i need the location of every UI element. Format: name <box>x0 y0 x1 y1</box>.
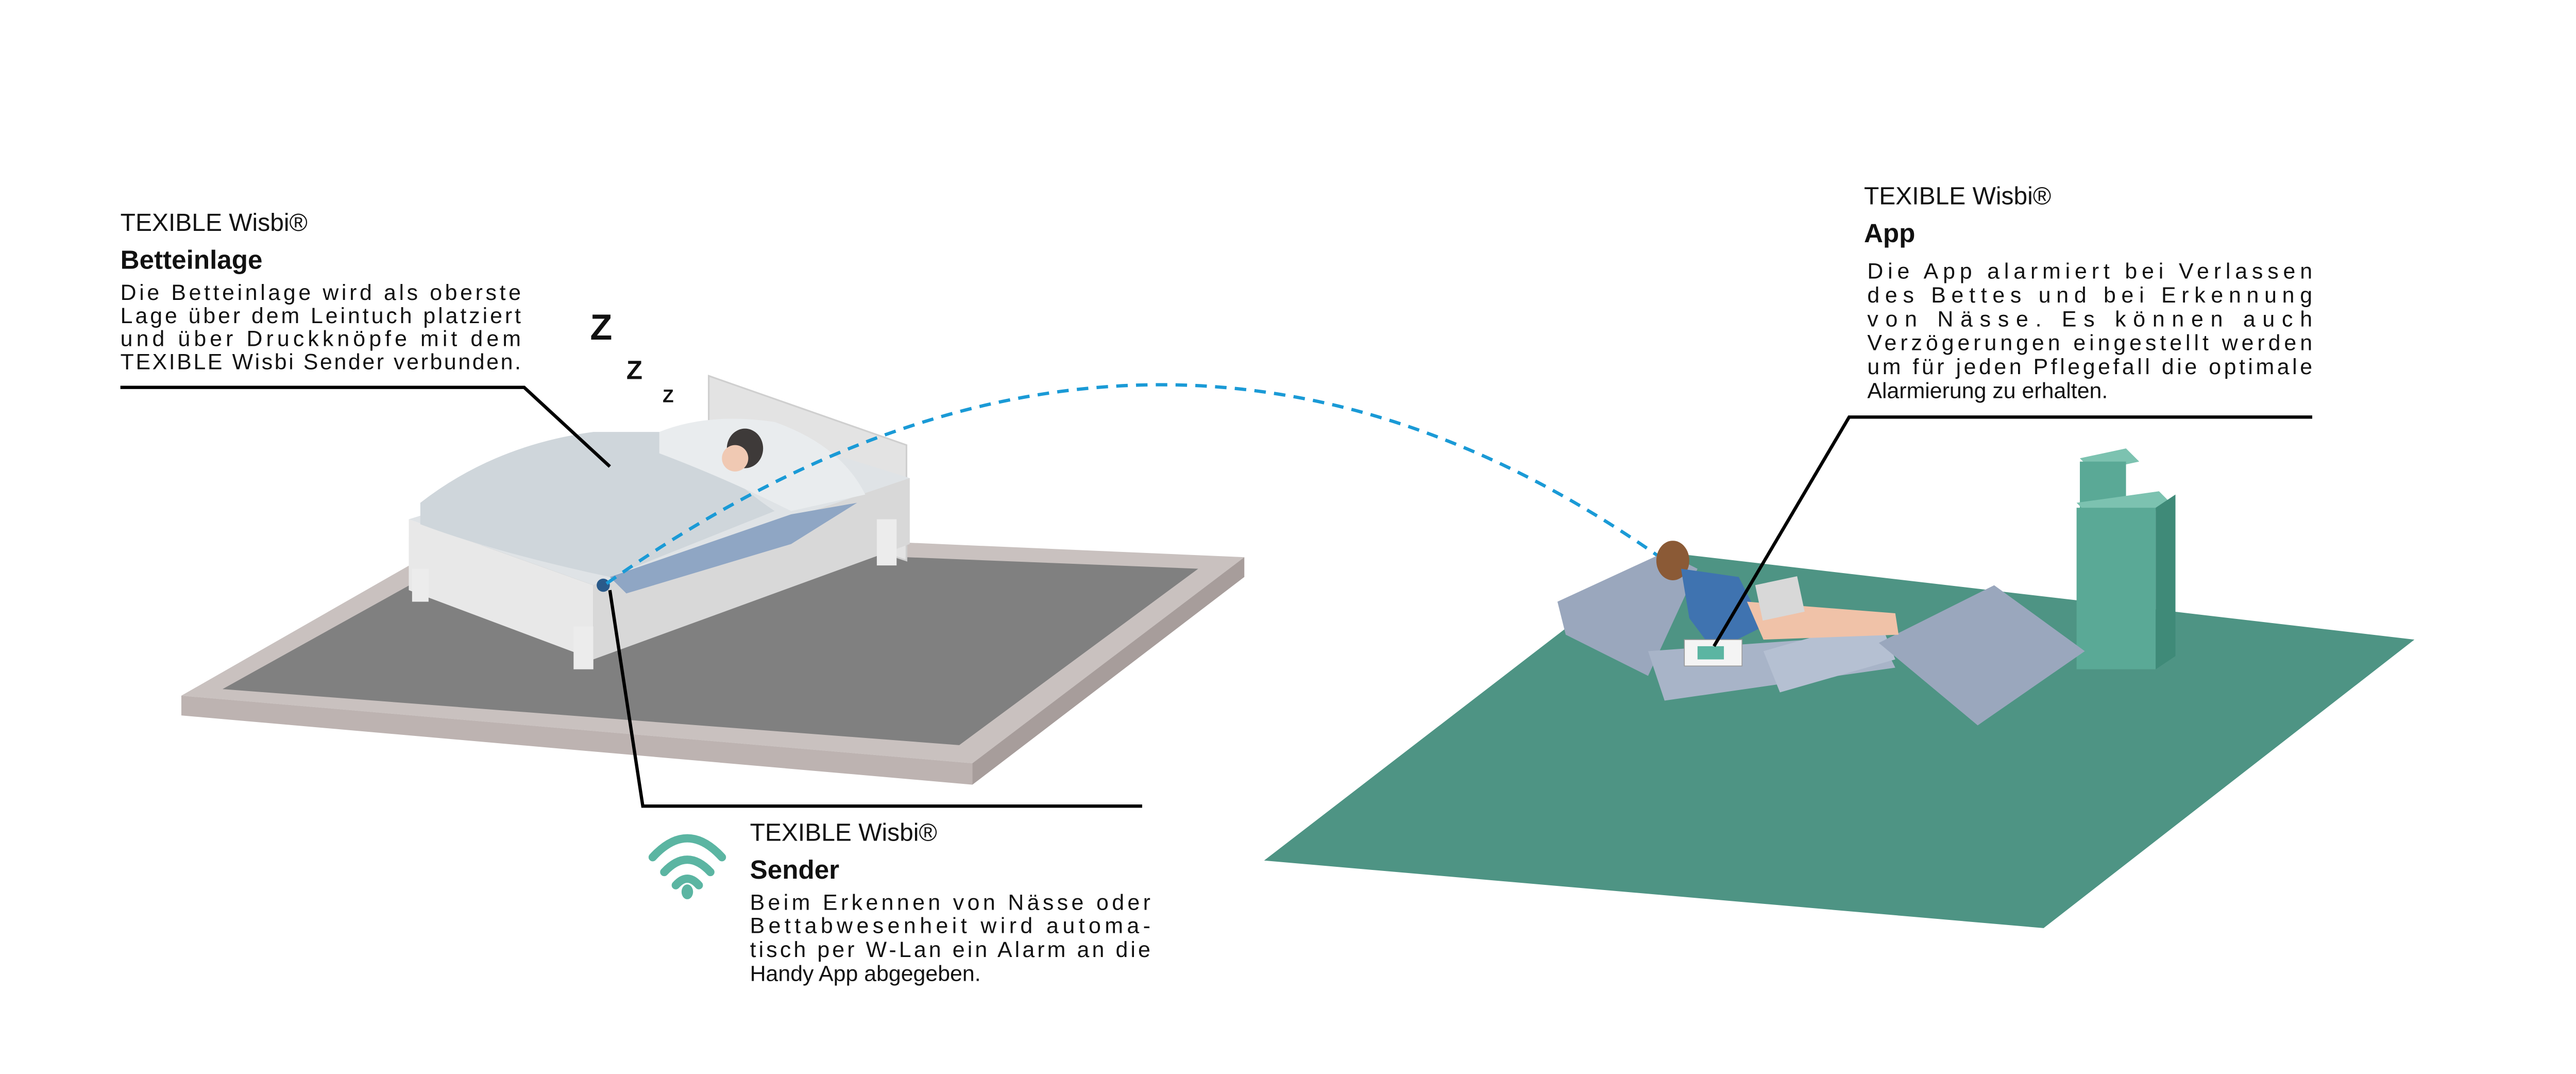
app-title: App <box>1864 219 1915 248</box>
betteinlage-title: Betteinlage <box>121 245 263 274</box>
app-line: Verzögerungen eingestellt werden <box>1867 331 2312 356</box>
cabinet-illustration <box>2076 448 2176 669</box>
sender-line: Beim Erkennen von Nässe oder <box>750 891 1150 915</box>
living-room-floor <box>1264 552 2415 928</box>
betteinlage-line: TEXIBLE Wisbi Sender verbunden. <box>121 350 521 375</box>
sender-leader-line <box>608 590 1142 808</box>
betteinlage-line: Lage über dem Leintuch platziert <box>121 304 521 328</box>
z-large: Z <box>590 307 612 347</box>
sender-callout: TEXIBLE Wisbi® Sender Beim Erkennen von … <box>750 819 1150 986</box>
betteinlage-brand: TEXIBLE Wisbi® <box>121 209 308 237</box>
wifi-signal-arc <box>605 383 1666 585</box>
app-line: Die App alarmiert bei Verlassen <box>1867 259 2312 284</box>
app-brand: TEXIBLE Wisbi® <box>1864 183 2051 210</box>
app-line: Alarmierung zu erhalten. <box>1867 379 2108 404</box>
couch-illustration <box>1557 541 2085 726</box>
betteinlage-line: Die Betteinlage wird als oberste <box>121 280 521 305</box>
z-medium: Z <box>626 356 642 385</box>
app-line: um für jeden Pflegefall die optimale <box>1867 355 2312 379</box>
wifi-icon <box>648 834 726 899</box>
sender-title: Sender <box>750 855 840 884</box>
app-leader-line <box>1713 415 2313 647</box>
sender-line: tisch per W-Lan ein Alarm an die <box>750 937 1150 962</box>
betteinlage-callout: TEXIBLE Wisbi® Betteinlage Die Betteinla… <box>121 209 521 375</box>
app-callout: TEXIBLE Wisbi® App Die App alarmiert bei… <box>1864 183 2312 404</box>
sender-brand: TEXIBLE Wisbi® <box>750 819 937 846</box>
app-line: des Bettes und bei Erkennung <box>1867 283 2312 308</box>
sleep-zzz: Z Z Z <box>590 307 673 407</box>
sender-line: Handy App abgegeben. <box>750 961 981 986</box>
betteinlage-leader-line <box>120 385 611 468</box>
z-small: Z <box>663 387 674 407</box>
bed-illustration <box>409 375 910 669</box>
app-line: von Nässe. Es können auch <box>1867 307 2312 331</box>
sender-line: Bettabwesenheit wird automa- <box>750 914 1150 938</box>
betteinlage-line: und über Druckknöpfe mit dem <box>121 327 521 351</box>
